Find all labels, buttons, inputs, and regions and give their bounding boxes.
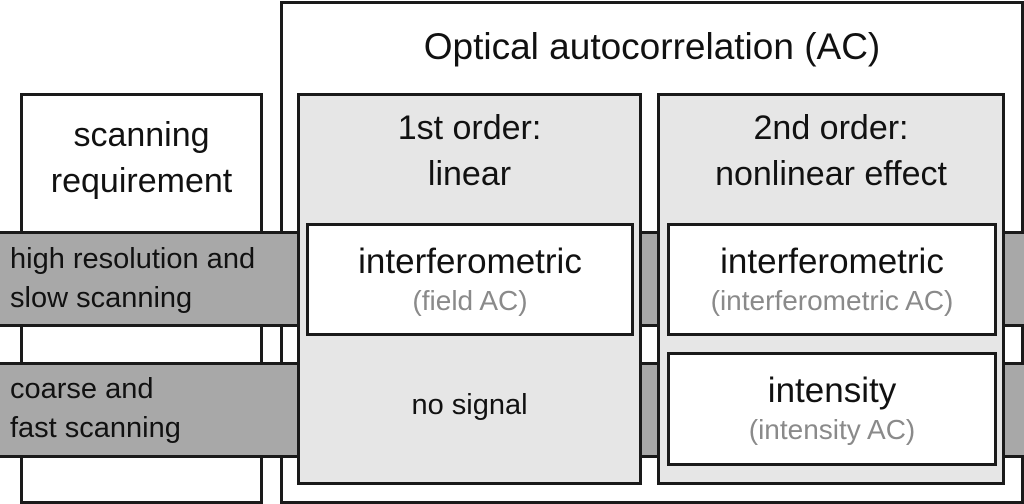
- row-label-line1: coarse and: [10, 373, 154, 405]
- method-subtitle: (field AC): [412, 284, 528, 316]
- second-order-title-line2: nonlinear effect: [715, 155, 947, 193]
- scanning-header-line2: requirement: [50, 162, 233, 200]
- diagram-title: Optical autocorrelation (AC): [423, 26, 881, 67]
- row-label-line2: fast scanning: [10, 412, 181, 444]
- no-signal-label: no signal: [411, 389, 528, 421]
- method-subtitle: (intensity AC): [748, 414, 916, 445]
- method-name: interferometric: [358, 241, 582, 281]
- scanning-header-line1: scanning: [73, 116, 210, 154]
- first-order-title: 1st order: linear: [297, 105, 642, 197]
- row-label-high-resolution: high resolution and slow scanning: [10, 240, 255, 318]
- method-subtitle: (interferometric AC): [710, 284, 954, 316]
- row-label-coarse: coarse and fast scanning: [10, 370, 181, 448]
- row-label-line2: slow scanning: [10, 282, 193, 314]
- scanning-requirement-header: scanning requirement: [20, 112, 263, 204]
- first-order-title-line1: 1st order:: [397, 109, 542, 147]
- first-order-title-line2: linear: [427, 155, 512, 193]
- second-order-title: 2nd order: nonlinear effect: [657, 105, 1005, 197]
- method-name: interferometric: [720, 241, 944, 281]
- method-name: intensity: [767, 371, 897, 410]
- second-order-title-line1: 2nd order:: [753, 109, 909, 147]
- row-label-line1: high resolution and: [10, 243, 256, 275]
- interferometric-ac-box: interferometric (interferometric AC): [667, 223, 997, 336]
- intensity-ac-box: intensity (intensity AC): [667, 352, 997, 466]
- field-ac-box: interferometric (field AC): [306, 223, 634, 336]
